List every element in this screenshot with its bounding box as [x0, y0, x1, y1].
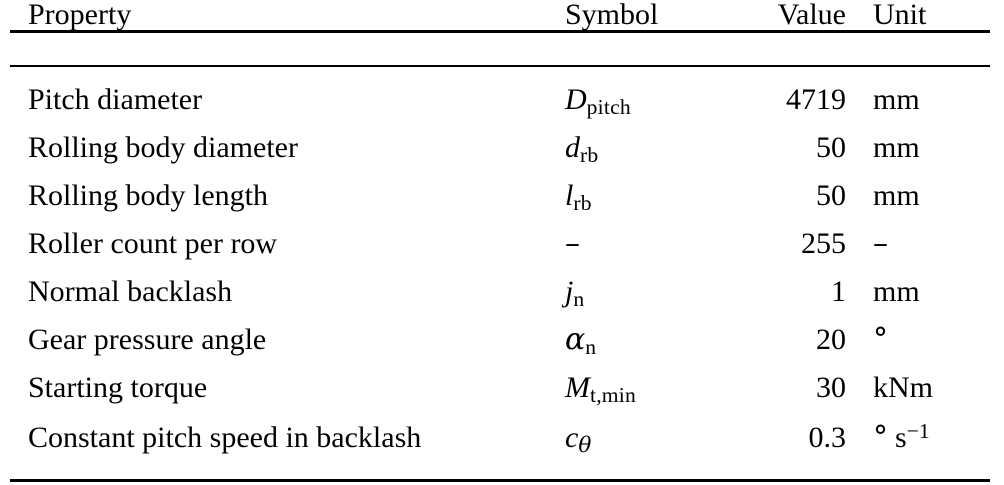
table-header-row: Property Symbol Value Unit: [10, 0, 990, 32]
column-header-value: Value: [733, 0, 855, 32]
cell-symbol: drb: [565, 133, 733, 181]
symbol-base: α: [565, 322, 585, 357]
cell-symbol: jn: [565, 277, 733, 325]
cell-property: Starting torque: [10, 373, 565, 421]
cell-value: 0.3: [733, 421, 855, 469]
symbol-base: –: [565, 226, 580, 261]
cell-value: 30: [733, 373, 855, 421]
table-row: Rolling body length lrb 50 mm: [10, 181, 990, 229]
cell-unit: mm: [855, 133, 990, 181]
symbol-subscript: rb: [573, 191, 591, 215]
column-header-symbol: Symbol: [565, 0, 733, 32]
cell-property: Constant pitch speed in backlash: [10, 421, 565, 469]
cell-unit: mm: [855, 181, 990, 229]
table-row: Pitch diameter Dpitch 4719 mm: [10, 85, 990, 133]
cell-unit: –: [855, 229, 990, 277]
symbol-base: c: [565, 421, 578, 454]
cell-symbol: αn: [565, 325, 733, 373]
table-body: Pitch diameter Dpitch 4719 mm Rolling bo…: [10, 85, 990, 469]
symbol-subscript: t,min: [590, 383, 636, 407]
cell-unit: °s−1: [855, 421, 990, 469]
cell-property: Rolling body length: [10, 181, 565, 229]
column-header-unit: Unit: [855, 0, 990, 32]
degree-symbol: °: [873, 322, 888, 357]
cell-unit: mm: [855, 85, 990, 133]
unit-second: s: [895, 421, 907, 454]
unit-exponent: −1: [907, 419, 930, 443]
cell-value: 255: [733, 229, 855, 277]
symbol-subscript: n: [573, 287, 584, 311]
cell-value: 4719: [733, 85, 855, 133]
table-row: Constant pitch speed in backlash cθ 0.3 …: [10, 421, 990, 469]
cell-symbol: Dpitch: [565, 85, 733, 133]
cell-symbol: Mt,min: [565, 373, 733, 421]
cell-value: 1: [733, 277, 855, 325]
cell-unit: kNm: [855, 373, 990, 421]
body-spacer-bottom: [10, 469, 990, 481]
cell-unit: mm: [855, 277, 990, 325]
column-header-property: Property: [10, 0, 565, 32]
cell-value: 20: [733, 325, 855, 373]
unit-dash: –: [873, 226, 888, 261]
header-spacer-bottom: [10, 50, 990, 66]
cell-value: 50: [733, 133, 855, 181]
cell-property: Gear pressure angle: [10, 325, 565, 373]
cell-unit: °: [855, 325, 990, 373]
cell-property: Normal backlash: [10, 277, 565, 325]
symbol-subscript: pitch: [587, 95, 631, 119]
cell-symbol: cθ: [565, 421, 733, 469]
cell-property: Roller count per row: [10, 229, 565, 277]
symbol-subscript: θ: [578, 433, 591, 458]
cell-symbol: lrb: [565, 181, 733, 229]
table-row: Starting torque Mt,min 30 kNm: [10, 373, 990, 421]
symbol-base: D: [565, 83, 587, 116]
symbol-base: d: [565, 131, 580, 164]
symbol-base: M: [565, 371, 590, 404]
header-spacer-top: [10, 36, 990, 50]
cell-property: Rolling body diameter: [10, 133, 565, 181]
parameters-table: Property Symbol Value Unit Pitch diamete…: [10, 0, 990, 485]
table-row: Rolling body diameter drb 50 mm: [10, 133, 990, 181]
symbol-subscript: rb: [580, 143, 598, 167]
degree-symbol: °: [873, 420, 888, 455]
table-row: Gear pressure angle αn 20 °: [10, 325, 990, 373]
table-row: Roller count per row – 255 –: [10, 229, 990, 277]
cell-value: 50: [733, 181, 855, 229]
symbol-subscript: n: [585, 335, 596, 359]
table-row: Normal backlash jn 1 mm: [10, 277, 990, 325]
cell-symbol: –: [565, 229, 733, 277]
cell-property: Pitch diameter: [10, 85, 565, 133]
